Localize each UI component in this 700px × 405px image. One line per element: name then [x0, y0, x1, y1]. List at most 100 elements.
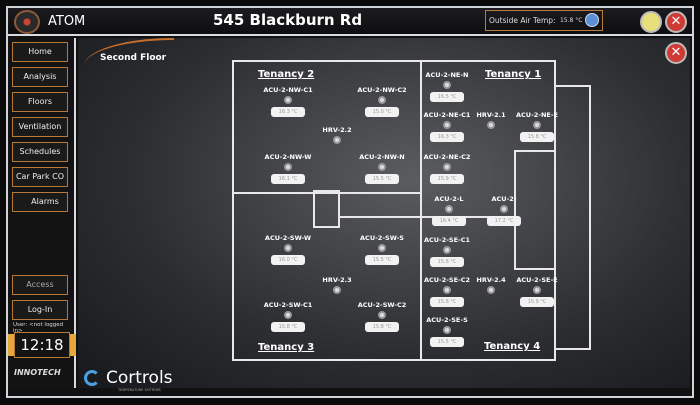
temperature-readout: 17.2 °C	[487, 216, 521, 226]
fan-unit-icon[interactable]	[284, 96, 292, 104]
access-button[interactable]: Access	[12, 275, 68, 295]
device-label: ACU-2-SE-C1	[423, 236, 471, 244]
temperature-readout: 15.8 °C	[430, 257, 464, 267]
fan-unit-icon[interactable]	[333, 136, 341, 144]
temperature-readout: 16.3 °C	[430, 132, 464, 142]
device-label: HRV-2.4	[476, 276, 506, 284]
tenancy-3-label: Tenancy 3	[258, 342, 315, 353]
user-value: <not logged in>	[13, 322, 64, 334]
device-label: HRV-2.2	[322, 126, 352, 134]
temperature-readout: 15.9 °C	[520, 297, 554, 307]
app-name: ATOM	[48, 14, 86, 29]
device-label: ACU-2-NW-N	[359, 153, 405, 161]
close-floor-button[interactable]: ✕	[665, 42, 687, 64]
fan-unit-icon[interactable]	[443, 246, 451, 254]
temperature-readout: 16.3 °C	[271, 107, 305, 117]
nav-alarms[interactable]: Alarms	[12, 192, 68, 212]
fan-unit-icon[interactable]	[500, 205, 508, 213]
fan-unit-icon[interactable]	[333, 286, 341, 294]
device-acu-2-nw-w[interactable]: ACU-2-NW-W 16.1 °C	[258, 153, 318, 184]
fan-unit-icon[interactable]	[443, 163, 451, 171]
device-acu-2-ne-c1[interactable]: ACU-2-NE-C1 16.3 °C	[417, 111, 477, 142]
nav-floors[interactable]: Floors	[12, 92, 68, 112]
fan-unit-icon[interactable]	[378, 311, 386, 319]
device-label: ACU-2-SW-C2	[357, 301, 407, 309]
fan-unit-icon[interactable]	[284, 163, 292, 171]
device-label: ACU-2-NE-C2	[423, 153, 471, 161]
fan-unit-icon[interactable]	[487, 286, 495, 294]
device-label: ACU-2-	[491, 195, 517, 203]
clock: 12:18	[14, 332, 70, 358]
temperature-readout: 16.1 °C	[271, 174, 305, 184]
floor-name: Second Floor	[100, 53, 167, 63]
atom-logo-icon	[14, 10, 40, 34]
temperature-readout: 15.0 °C	[365, 107, 399, 117]
device-acu-2-ne-e[interactable]: ACU-2-NE-E 15.8 °C	[507, 111, 567, 142]
temperature-readout: 15.8 °C	[365, 322, 399, 332]
fan-unit-icon[interactable]	[378, 163, 386, 171]
nav-ventilation[interactable]: Ventilation	[12, 117, 68, 137]
cortrols-logo: Cortrols TEMPERATURE SYSTEMS	[84, 368, 173, 392]
device-acu-2-sw-c2[interactable]: ACU-2-SW-C2 15.8 °C	[352, 301, 412, 332]
device-acu-2-[interactable]: ACU-2- 17.2 °C	[474, 195, 534, 226]
temperature-readout: 15.9 °C	[430, 174, 464, 184]
nav-analysis[interactable]: Analysis	[12, 67, 68, 87]
fan-unit-icon[interactable]	[443, 81, 451, 89]
fan-unit-icon[interactable]	[284, 311, 292, 319]
device-label: ACU-2-L	[434, 195, 464, 203]
cortrols-swirl-icon	[84, 370, 100, 386]
device-label: ACU-2-NE-E	[515, 111, 558, 119]
device-hrv-2-2[interactable]: HRV-2.2	[307, 126, 367, 144]
fan-unit-icon[interactable]	[284, 244, 292, 252]
fan-unit-icon[interactable]	[533, 121, 541, 129]
temperature-readout: 15.8 °C	[271, 322, 305, 332]
core-area	[514, 150, 556, 270]
fan-unit-icon[interactable]	[378, 244, 386, 252]
nav-home[interactable]: Home	[12, 42, 68, 62]
tenancy-2-label: Tenancy 2	[258, 69, 315, 80]
close-app-button[interactable]: ✕	[665, 11, 687, 33]
device-acu-2-l[interactable]: ACU-2-L 16.4 °C	[419, 195, 479, 226]
innotech-logo: INNOTECH	[14, 368, 61, 377]
device-label: ACU-2-NW-W	[264, 153, 312, 161]
device-acu-2-se-c1[interactable]: ACU-2-SE-C1 15.8 °C	[417, 236, 477, 267]
temperature-readout: 15.8 °C	[430, 297, 464, 307]
wall-divider-horizontal	[232, 192, 420, 194]
temperature-readout: 15.8 °C	[520, 132, 554, 142]
device-label: ACU-2-NE-N	[425, 71, 469, 79]
device-acu-2-ne-c2[interactable]: ACU-2-NE-C2 15.9 °C	[417, 153, 477, 184]
fan-unit-icon[interactable]	[533, 286, 541, 294]
fan-unit-icon[interactable]	[443, 286, 451, 294]
fan-unit-icon[interactable]	[487, 121, 495, 129]
device-hrv-2-3[interactable]: HRV-2.3	[307, 276, 367, 294]
nav-schedules[interactable]: Schedules	[12, 142, 68, 162]
stair-core	[313, 190, 340, 228]
temperature-readout: 16.4 °C	[432, 216, 466, 226]
fan-unit-icon[interactable]	[378, 96, 386, 104]
device-label: HRV-2.3	[322, 276, 352, 284]
wall-divider-vertical	[420, 60, 422, 361]
device-acu-2-se-c2[interactable]: ACU-2-SE-C2 15.8 °C	[417, 276, 477, 307]
device-label: ACU-2-SW-W	[264, 234, 312, 242]
device-hrv-2-4[interactable]: HRV-2.4	[461, 276, 521, 294]
fan-unit-icon[interactable]	[443, 121, 451, 129]
fan-unit-icon[interactable]	[443, 326, 451, 334]
nav-car-park-co[interactable]: Car Park CO	[12, 167, 68, 187]
fan-unit-icon[interactable]	[445, 205, 453, 213]
device-hrv-2-1[interactable]: HRV-2.1	[461, 111, 521, 129]
corridor-wall	[340, 216, 515, 218]
device-label: ACU-2-NE-C1	[423, 111, 471, 119]
cortrols-tagline: TEMPERATURE SYSTEMS	[118, 388, 161, 392]
minimize-button[interactable]	[640, 11, 662, 33]
login-button[interactable]: Log-In	[12, 300, 68, 320]
device-label: ACU-2-SE-C2	[423, 276, 471, 284]
